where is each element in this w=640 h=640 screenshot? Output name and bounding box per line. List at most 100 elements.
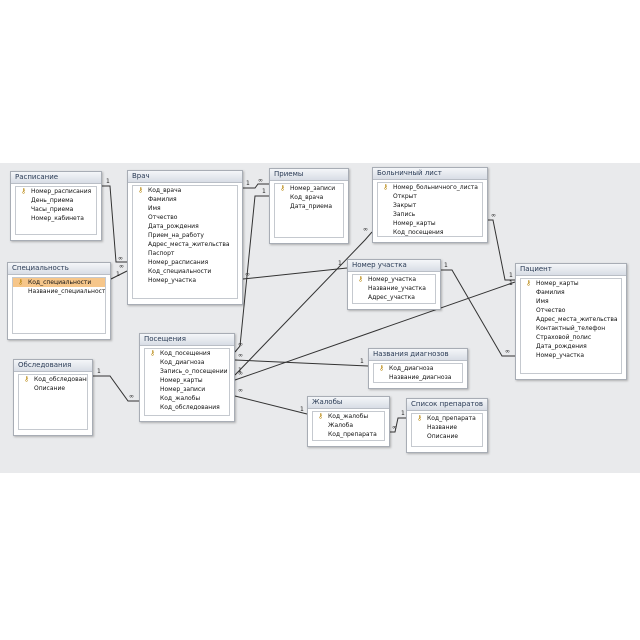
field-item[interactable]: Адрес_места_жительства	[521, 315, 621, 324]
field-item[interactable]: Паспорт	[133, 249, 237, 258]
field-item[interactable]: Имя	[133, 204, 237, 213]
field-item[interactable]: Номер_кабинета	[16, 214, 96, 223]
field-item[interactable]: Код_препарата	[313, 430, 384, 439]
field-item[interactable]: Дата_рождения	[133, 222, 237, 231]
table-title[interactable]: Врач	[128, 171, 242, 183]
field-item[interactable]: ⚷Номер_больничного_листа	[378, 183, 482, 192]
field-item[interactable]: Описание	[19, 384, 87, 393]
field-item[interactable]: Код_диагноза	[145, 358, 229, 367]
field-item[interactable]: Отчество	[133, 213, 237, 222]
field-item[interactable]: Номер_участка	[521, 351, 621, 360]
field-item[interactable]: Закрыт	[378, 201, 482, 210]
field-item[interactable]: Фамилия	[521, 288, 621, 297]
table-title[interactable]: Номер участка	[348, 260, 440, 272]
field-item[interactable]: Код_жалобы	[145, 394, 229, 403]
field-item[interactable]: ⚷Номер_карты	[521, 279, 621, 288]
table-title[interactable]: Посещения	[140, 334, 234, 346]
field-item[interactable]: Часы_приема	[16, 205, 96, 214]
table-title[interactable]: Названия диагнозов	[369, 349, 467, 361]
table-title[interactable]: Расписание	[11, 172, 101, 184]
field-item[interactable]: ⚷Код_жалобы	[313, 412, 384, 421]
field-item[interactable]: Код_обследования	[145, 403, 229, 412]
field-item[interactable]: Название_диагноза	[374, 373, 462, 382]
field-item[interactable]: Дата_рождения	[521, 342, 621, 351]
table-obsledovaniya[interactable]: Обследования ⚷Код_обследованияОписание	[13, 359, 93, 436]
field-item[interactable]: Имя	[521, 297, 621, 306]
table-title[interactable]: Приемы	[270, 169, 348, 181]
field-item[interactable]: Контактный_телефон	[521, 324, 621, 333]
field-name: Номер_больничного_листа	[393, 184, 478, 191]
field-name: Код_посещения	[393, 229, 444, 236]
field-list[interactable]: ⚷Код_обследованияОписание	[18, 374, 88, 430]
field-item[interactable]: Жалоба	[313, 421, 384, 430]
field-item[interactable]: ⚷Код_препарата	[412, 414, 482, 423]
field-item[interactable]: Код_посещения	[378, 228, 482, 236]
field-item[interactable]: Название_участка	[353, 284, 435, 293]
table-title[interactable]: Больничный лист	[373, 168, 487, 180]
table-title[interactable]: Список препаратов	[407, 399, 487, 411]
field-item[interactable]: Фамилия	[133, 195, 237, 204]
field-item[interactable]: Открыт	[378, 192, 482, 201]
primary-key-icon: ⚷	[21, 187, 27, 195]
field-item[interactable]: ⚷Номер_записи	[275, 184, 343, 193]
field-item[interactable]: Номер_записи	[145, 385, 229, 394]
field-item[interactable]: Код_врача	[275, 193, 343, 202]
table-title[interactable]: Жалобы	[308, 397, 389, 409]
field-item[interactable]: Прием_на_работу	[133, 231, 237, 240]
field-item[interactable]: Номер_участка	[133, 276, 237, 285]
table-title[interactable]: Пациент	[516, 264, 626, 276]
field-item[interactable]: Отчество	[521, 306, 621, 315]
field-name: Адрес_участка	[368, 294, 415, 301]
field-item[interactable]: ⚷Код_диагноза	[374, 364, 462, 373]
field-item[interactable]: ⚷Номер_участка	[353, 275, 435, 284]
field-item[interactable]: ⚷Код_посещения	[145, 349, 229, 358]
field-item[interactable]: День_приема	[16, 196, 96, 205]
field-item[interactable]: Страховой_полис	[521, 333, 621, 342]
field-item[interactable]: Номер_карты	[378, 219, 482, 228]
field-item[interactable]: Описание	[412, 432, 482, 441]
field-item[interactable]: Запись	[378, 210, 482, 219]
field-item[interactable]: Запись_о_посещении	[145, 367, 229, 376]
field-name: Название	[427, 424, 458, 431]
table-title[interactable]: Обследования	[14, 360, 92, 372]
field-item[interactable]: Код_специальности	[133, 267, 237, 276]
primary-key-icon: ⚷	[138, 186, 144, 194]
field-item[interactable]: ⚷Код_врача	[133, 186, 237, 195]
field-item[interactable]: Название	[412, 423, 482, 432]
field-item[interactable]: Дата_приема	[275, 202, 343, 211]
field-item[interactable]: Адрес_участка	[353, 293, 435, 302]
field-item[interactable]: Номер_карты	[145, 376, 229, 385]
table-title[interactable]: Специальность	[8, 263, 110, 275]
field-item[interactable]: Номер_расписания	[133, 258, 237, 267]
field-item[interactable]: ⚷Номер_расписания	[16, 187, 96, 196]
primary-key-icon: ⚷	[18, 278, 24, 286]
field-item[interactable]: ⚷Код_обследования	[19, 375, 87, 384]
field-item[interactable]: Название_специальности	[13, 287, 105, 296]
field-name: Код_диагноза	[389, 365, 434, 372]
field-item[interactable]: ⚷Код_специальности	[13, 278, 105, 287]
field-name: Номер_кабинета	[31, 215, 84, 222]
field-item[interactable]: Адрес_места_жительства	[133, 240, 237, 249]
